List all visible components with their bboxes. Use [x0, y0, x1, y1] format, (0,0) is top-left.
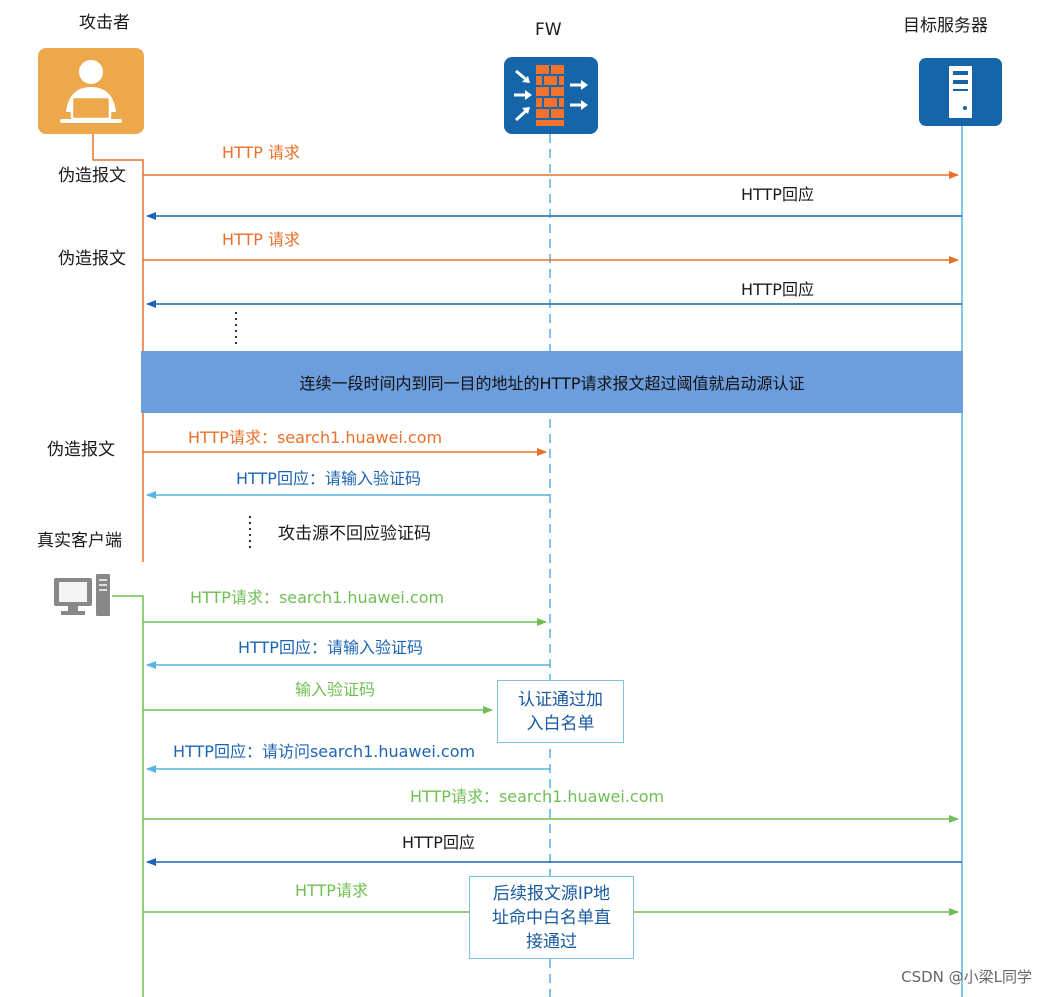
msg-label-6: HTTP回应：请输入验证码	[236, 469, 421, 488]
desktop-computer-icon	[54, 574, 110, 616]
msg-label-2: HTTP回应	[741, 185, 814, 204]
whitelist-pass-note: 后续报文源IP地 址命中白名单直 接通过	[469, 876, 634, 959]
msg-label-13: HTTP回应	[402, 833, 475, 852]
server-tower-icon	[919, 58, 1002, 126]
forged-label-1: 伪造报文	[58, 166, 126, 186]
auth-note-line-2: 入白名单	[526, 713, 595, 734]
forged-label-2: 伪造报文	[58, 249, 126, 269]
msg-label-11: HTTP回应：请访问search1.huawei.com	[173, 742, 476, 761]
auth-note-line-1: 认证通过加	[518, 689, 603, 710]
attacker-title: 攻击者	[79, 13, 130, 33]
client-lifeline	[112, 595, 144, 997]
msg-label-7: 攻击源不回应验证码	[278, 524, 431, 544]
msg-label-14: HTTP请求	[295, 881, 368, 900]
user-at-laptop-icon	[38, 48, 144, 134]
source-auth-banner: 连续一段时间内到同一目的地址的HTTP请求报文超过阈值就启动源认证	[141, 351, 963, 413]
watermark: CSDN @小梁L同学	[901, 968, 1032, 986]
forged-label-3: 伪造报文	[47, 440, 115, 460]
attacker-lifeline	[92, 134, 144, 562]
pass-note-line-1: 后续报文源IP地	[492, 883, 611, 904]
firewall-brick-icon	[504, 57, 598, 134]
msg-label-4: HTTP回应	[741, 280, 814, 299]
msg-label-12: HTTP请求：search1.huawei.com	[410, 787, 665, 806]
msg-label-9: HTTP回应：请输入验证码	[238, 638, 423, 657]
fw-title: FW	[535, 20, 562, 40]
server-title: 目标服务器	[903, 16, 988, 36]
msg-label-3: HTTP 请求	[222, 230, 301, 249]
msg-label-8: HTTP请求：search1.huawei.com	[190, 588, 445, 607]
msg-label-5: HTTP请求：search1.huawei.com	[188, 428, 443, 447]
msg-label-10: 输入验证码	[295, 680, 376, 699]
msg-label-1: HTTP 请求	[222, 143, 301, 162]
pass-note-line-3: 接通过	[526, 931, 577, 952]
auth-pass-note: 认证通过加 入白名单	[497, 680, 624, 743]
client-title: 真实客户端	[37, 531, 122, 551]
pass-note-line-2: 址命中白名单直	[492, 907, 611, 928]
